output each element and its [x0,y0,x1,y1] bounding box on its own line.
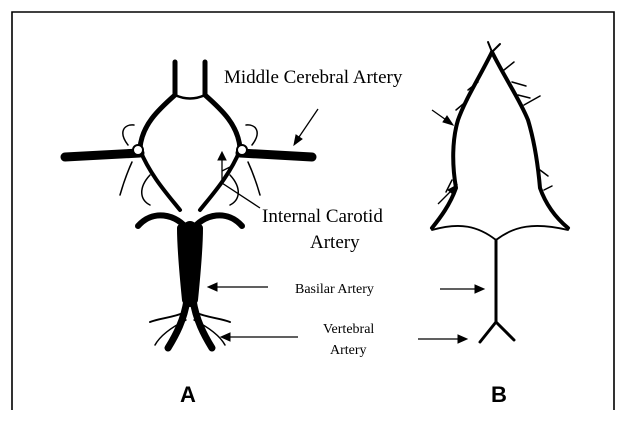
panel-a-vessels [65,62,312,348]
arrowhead-basilar-b [475,285,484,293]
arrowhead-basilar-a [208,283,217,291]
arrow-middle-cerebral-a [297,109,318,140]
label-middle-cerebral-artery: Middle Cerebral Artery [224,67,403,88]
arrowhead-vertebral-b [458,335,467,343]
panel-label-a: A [180,382,196,407]
label-vertebral-line1: Vertebral [323,322,374,337]
panel-label-b: B [491,382,507,407]
label-vertebral-line2: Artery [330,343,367,358]
label-basilar-artery: Basilar Artery [295,282,374,297]
arrowhead-middle-cerebral-a [294,135,302,145]
arrow-internal-carotid-a [222,157,260,208]
arrowhead-internal-carotid-a [218,152,226,160]
label-internal-carotid-line2: Artery [310,232,360,253]
arrowhead-middle-cerebral-b [443,116,453,125]
label-internal-carotid-line1: Internal Carotid [262,206,383,227]
